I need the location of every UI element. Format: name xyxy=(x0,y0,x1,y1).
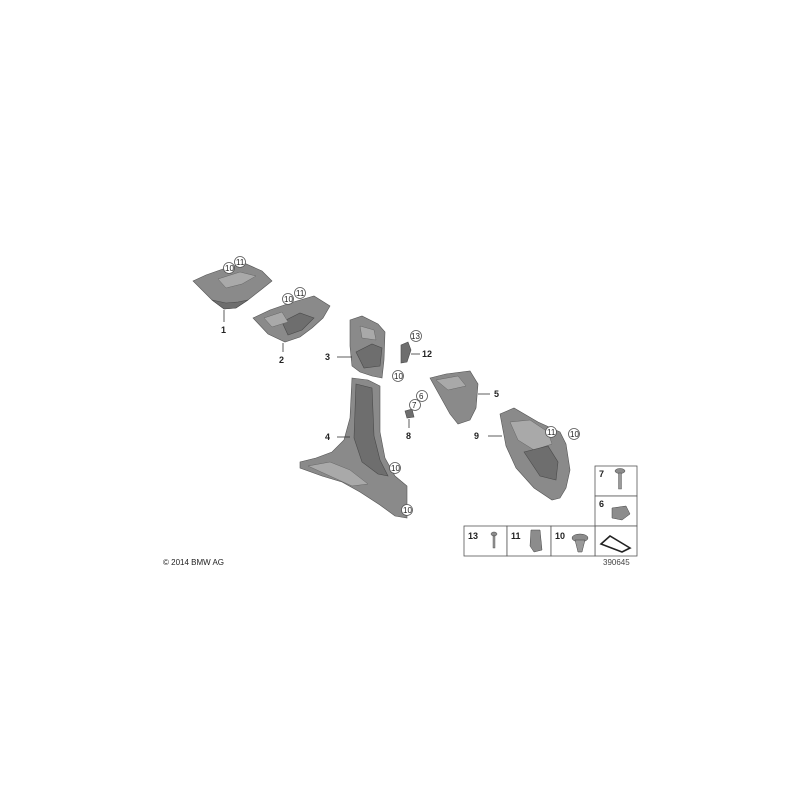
part-5-trim[interactable] xyxy=(429,370,479,425)
svg-text:13: 13 xyxy=(411,332,420,341)
part-4-pillar[interactable] xyxy=(299,377,408,519)
diagram-number: 390645 xyxy=(603,558,630,567)
svg-text:6: 6 xyxy=(419,392,424,401)
nut-clip-icon xyxy=(611,505,631,521)
callout-8: 8 xyxy=(406,431,411,441)
callout-3: 3 xyxy=(325,352,330,362)
callout-9: 9 xyxy=(474,431,479,441)
part-8-fastener[interactable] xyxy=(404,408,415,419)
part-9-trim[interactable] xyxy=(499,407,571,501)
circle-7 xyxy=(409,399,421,411)
svg-text:10: 10 xyxy=(403,506,412,515)
screw-icon xyxy=(614,468,626,490)
part-12-clip[interactable] xyxy=(400,341,412,364)
circle-11-a xyxy=(234,256,246,268)
legend-box-7[interactable]: 7 xyxy=(594,465,638,497)
callout-12: 12 xyxy=(422,349,432,359)
svg-text:7: 7 xyxy=(599,469,604,479)
callout-4: 4 xyxy=(325,432,330,442)
part-2-trim[interactable] xyxy=(252,295,331,343)
svg-text:10: 10 xyxy=(555,531,565,541)
circle-10-e xyxy=(568,428,580,440)
circle-11-b xyxy=(294,287,306,299)
circle-10-f xyxy=(389,462,401,474)
circle-13 xyxy=(410,330,422,342)
svg-text:10: 10 xyxy=(391,464,400,473)
legend-box-moulding[interactable] xyxy=(594,525,638,557)
circle-10-a xyxy=(223,262,235,274)
svg-text:11: 11 xyxy=(296,289,305,298)
svg-text:13: 13 xyxy=(468,531,478,541)
legend-box-10[interactable]: 10 xyxy=(550,525,596,557)
circle-6 xyxy=(416,390,428,402)
svg-text:6: 6 xyxy=(599,499,604,509)
expanding-rivet-icon xyxy=(571,533,589,553)
svg-text:11: 11 xyxy=(236,258,245,267)
circle-10-c xyxy=(392,370,404,382)
legend-box-11[interactable]: 11 xyxy=(506,525,552,557)
svg-text:7: 7 xyxy=(412,401,417,410)
part-1-trim[interactable] xyxy=(192,262,273,310)
svg-text:11: 11 xyxy=(547,428,556,437)
pin-icon xyxy=(490,531,498,549)
circle-11-e xyxy=(545,426,557,438)
callout-1: 1 xyxy=(221,325,226,335)
legend-box-6[interactable]: 6 xyxy=(594,495,638,527)
legend-box-13[interactable]: 13 xyxy=(463,525,508,557)
copyright-text: © 2014 BMW AG xyxy=(163,558,225,567)
svg-text:10: 10 xyxy=(284,295,293,304)
clip-icon xyxy=(529,529,543,553)
moulding-strip-icon xyxy=(599,535,632,553)
svg-text:10: 10 xyxy=(570,430,579,439)
svg-text:10: 10 xyxy=(225,264,234,273)
svg-text:11: 11 xyxy=(511,531,521,541)
part-3-trim[interactable] xyxy=(349,315,386,379)
circle-10-b xyxy=(282,293,294,305)
svg-text:10: 10 xyxy=(394,372,403,381)
callout-2: 2 xyxy=(279,355,284,365)
circle-10-g xyxy=(401,504,413,516)
callout-5: 5 xyxy=(494,389,499,399)
